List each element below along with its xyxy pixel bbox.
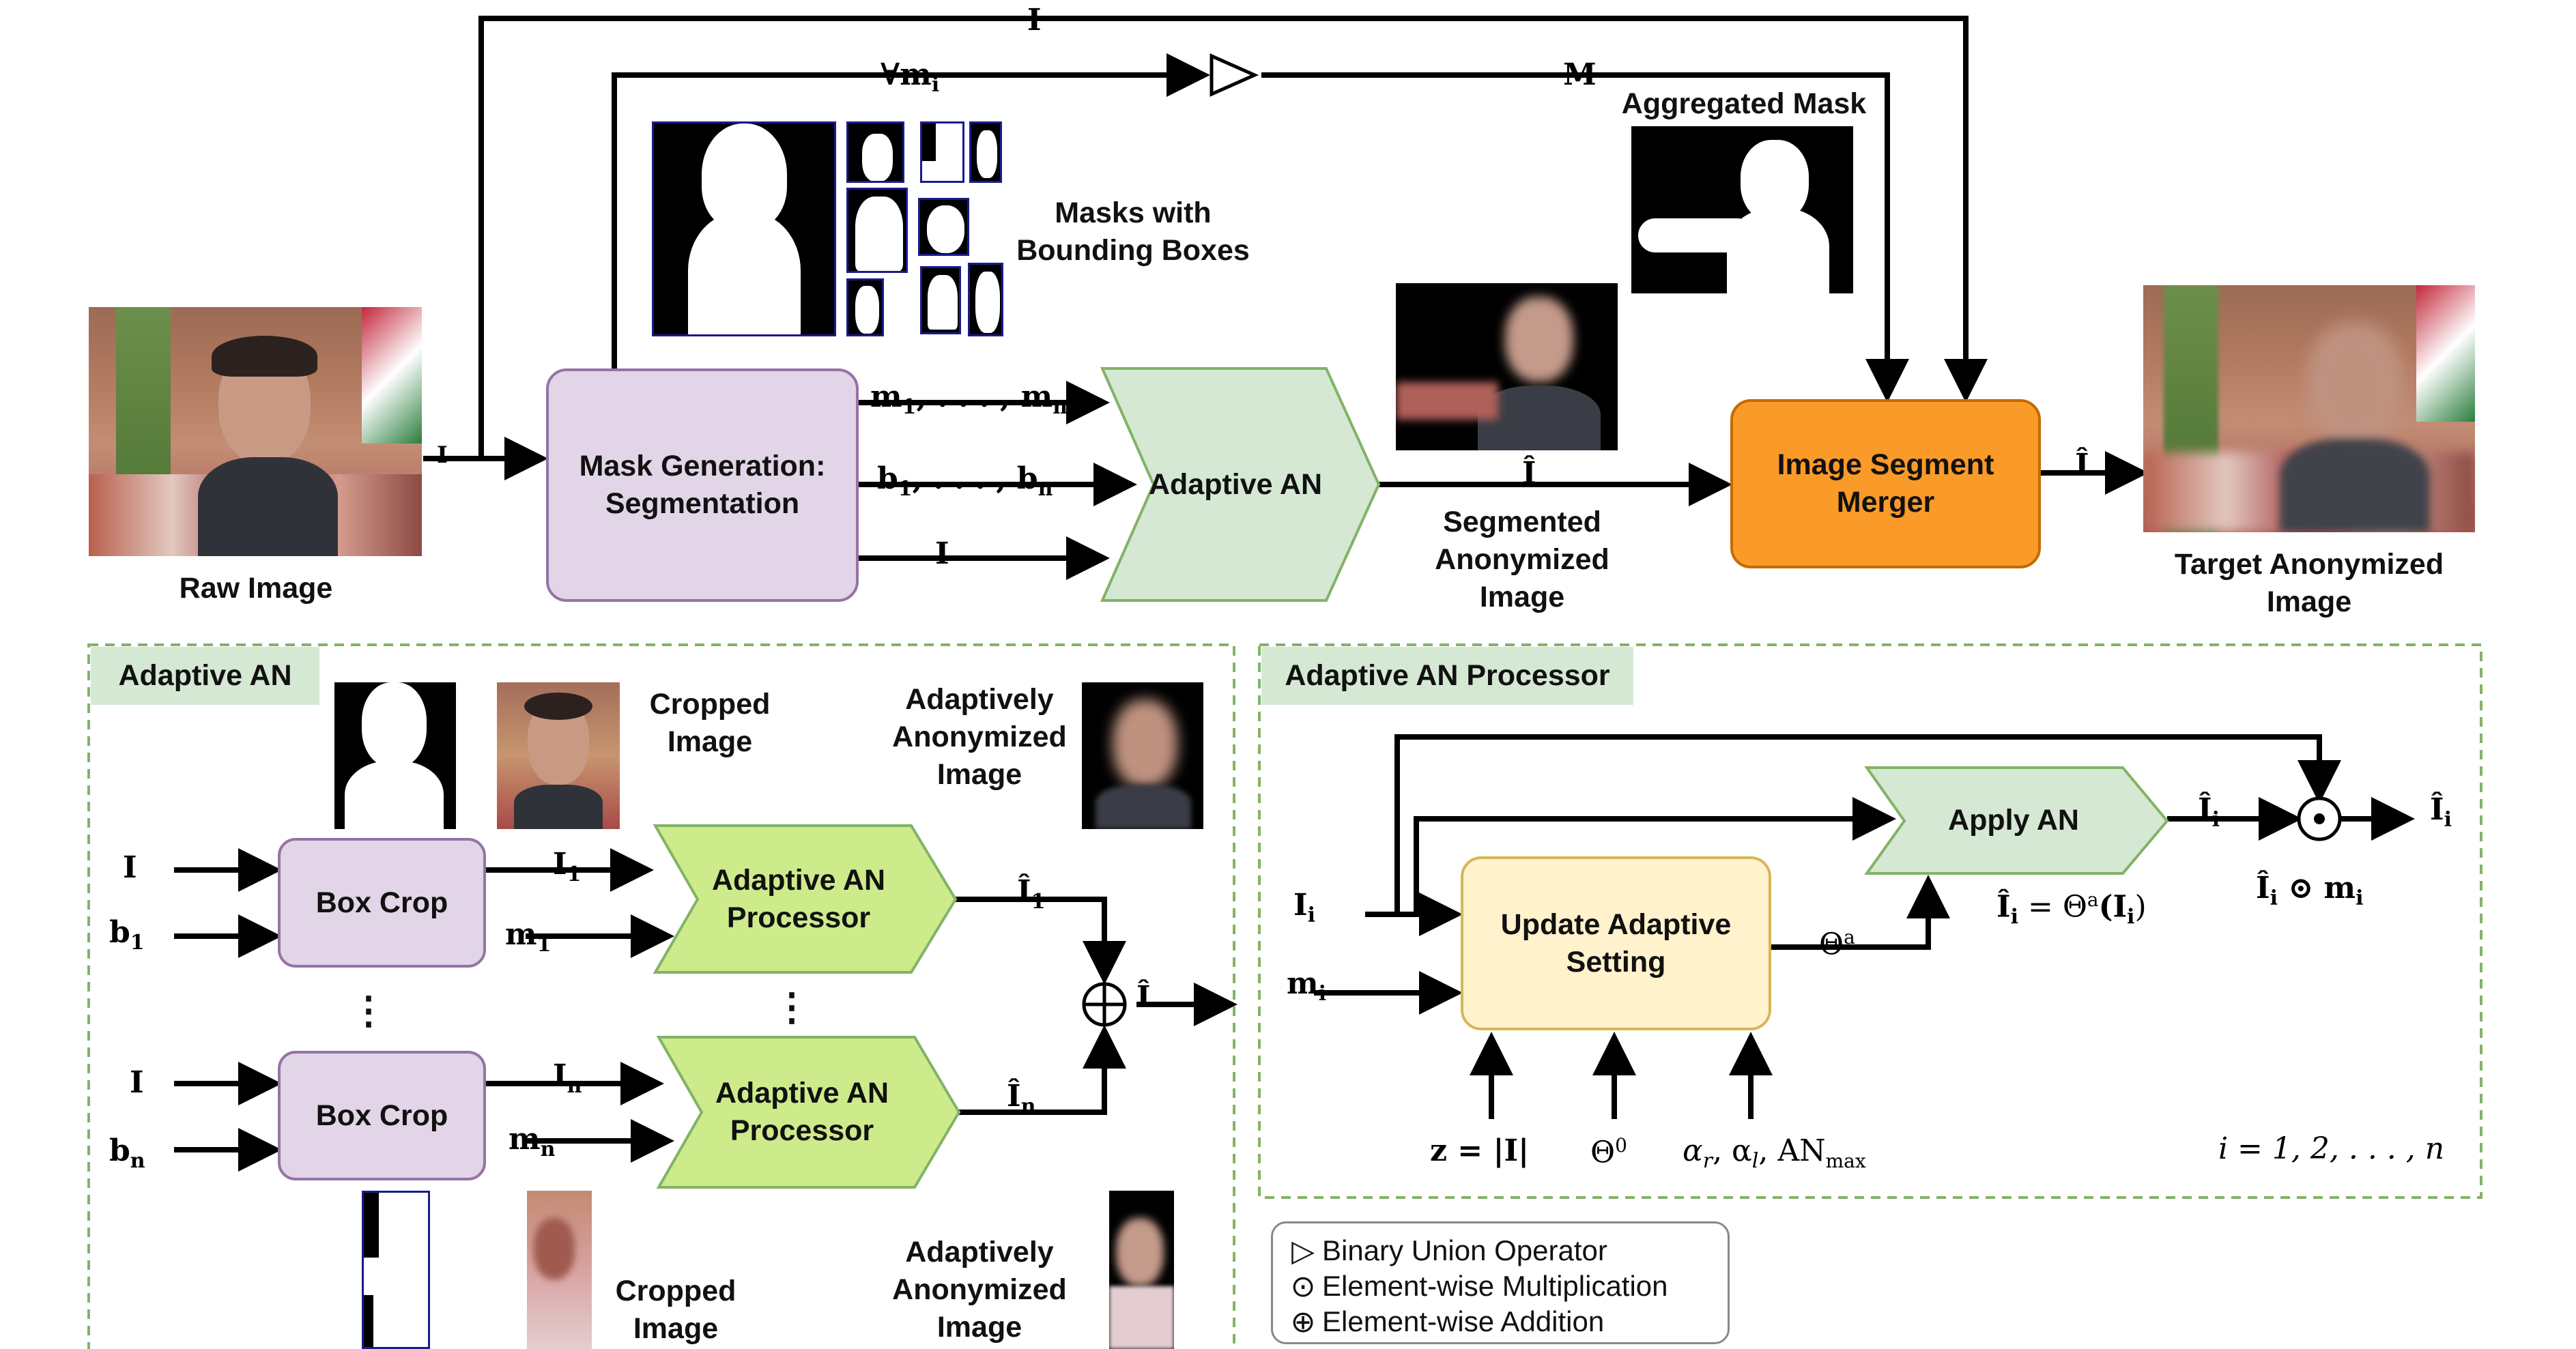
cropped-image-label-bottom: Cropped Image — [615, 1275, 736, 1345]
symbol-crop1-out-mask: m1 — [505, 917, 552, 957]
mask-generation-node: Mask Generation: Segmentation — [546, 368, 859, 602]
symbol-image-to-an: I — [935, 536, 949, 571]
union-triangle-shape — [1210, 53, 1259, 97]
target-anonymized-photo — [2143, 285, 2475, 532]
masks-with-boxes-label: Masks with Bounding Boxes — [1016, 197, 1250, 267]
odot-operator — [2297, 796, 2342, 841]
box-crop-node-1: Box Crop — [278, 838, 486, 968]
symbol-z-norm: z = |I| — [1430, 1133, 1530, 1168]
processor-node-n-label: Adaptive AN Processor — [715, 1076, 889, 1147]
adaptively-anonymized-label-top: Adaptively Anonymized Image — [892, 682, 1067, 791]
segmented-anonymized-thumbnail — [1396, 283, 1618, 450]
segmented-anonymized-label: Segmented Anonymized Image — [1435, 505, 1609, 613]
symbol-box-list: b1, . . . , bn — [877, 461, 1053, 501]
adaptive-an-node-label: Adaptive AN — [1148, 467, 1323, 501]
symbol-cropn-out-mask: mn — [509, 1122, 556, 1161]
symbol-proc1-out: Î1 — [1017, 874, 1046, 914]
symbol-final-out: Îi — [2430, 792, 2452, 832]
vdots-box-crop: ⋮ — [349, 988, 388, 1032]
cropped-image-label-top: Cropped Image — [649, 688, 771, 758]
symbol-apply-out: Îi — [2198, 792, 2220, 832]
vdots-processor: ⋮ — [773, 985, 811, 1028]
head-mask-thumbnail — [334, 682, 456, 829]
adaptive-an-chevron — [1100, 367, 1381, 602]
symbol-crop1-out-image: I1 — [553, 847, 582, 886]
symbol-proc-in-image: Ii — [1293, 888, 1315, 927]
box-crop-node-n: Box Crop — [278, 1051, 486, 1180]
symbol-index-range: i = 1, 2, . . . , n — [2218, 1131, 2445, 1166]
processor-node-1-label: Adaptive AN Processor — [711, 863, 886, 934]
processor-section-border — [1258, 643, 2482, 1199]
equation-apply-an: Îi = Θa(Ii) — [1997, 888, 2147, 929]
cropped-face-photo — [497, 682, 620, 829]
symbol-cropn-box: bn — [109, 1133, 145, 1173]
narrow-mask-thumbnail — [362, 1191, 430, 1349]
symbol-aggregated-M: M — [1563, 57, 1597, 92]
processor-chevron-n — [656, 1036, 961, 1189]
raw-image-label: Raw Image — [179, 572, 333, 605]
target-anonymized-label: Target Anonymized Image — [2174, 548, 2444, 618]
oplus-icon: ⊕ — [1290, 1305, 1316, 1339]
legend-row-mult: ⊙Element-wise Multiplication — [1288, 1267, 1668, 1305]
processor-chevron-1 — [653, 824, 958, 974]
processor-section-title: Adaptive AN Processor — [1261, 647, 1633, 705]
large-mask-thumbnail — [652, 121, 836, 336]
cropped-side-photo — [527, 1191, 592, 1349]
oplus-operator — [1082, 982, 1127, 1027]
apply-an-chevron — [1864, 766, 2169, 875]
symbol-alpha-params: αr, αl, ANmax — [1683, 1133, 1866, 1173]
symbol-mask-list: m1, . . . , mn — [870, 379, 1068, 419]
adaptively-anonymized-side — [1109, 1191, 1174, 1349]
symbol-theta-a: Θa — [1819, 926, 1855, 962]
adaptive-an-section-title: Adaptive AN — [91, 647, 319, 705]
equation-elementwise-mult: Îi ⊙ mi — [2256, 871, 2364, 910]
symbol-forall-masks: ∀mi — [881, 57, 940, 97]
aggregated-mask-thumbnail — [1631, 126, 1853, 293]
symbol-image-input: I — [437, 441, 448, 469]
apply-an-node-label: Apply AN — [1948, 804, 2079, 837]
legend-row-add: ⊕Element-wise Addition — [1288, 1303, 1605, 1341]
symbol-procn-out: În — [1007, 1079, 1036, 1118]
legend-row-union: ▷Binary Union Operator — [1288, 1232, 1607, 1270]
symbol-proc-in-mask: mi — [1287, 966, 1326, 1006]
symbol-cropn-out-image: In — [553, 1058, 582, 1098]
adaptively-anonymized-label-bottom: Adaptively Anonymized Image — [892, 1235, 1067, 1344]
aggregated-mask-label: Aggregated Mask — [1621, 87, 1867, 120]
image-segment-merger-node: Image Segment Merger — [1730, 399, 2041, 568]
legend-box: ▷Binary Union Operator ⊙Element-wise Mul… — [1271, 1221, 1730, 1344]
symbol-sum-out: Î — [1136, 980, 1151, 1015]
symbol-theta-zero: Θ0 — [1590, 1134, 1627, 1170]
symbol-crop1-box: b1 — [109, 915, 145, 955]
symbol-image-top: I — [1027, 3, 1042, 38]
triangle-icon: ▷ — [1291, 1234, 1315, 1268]
odot-icon: ⊙ — [1290, 1269, 1316, 1303]
adaptively-anonymized-face — [1082, 682, 1203, 829]
update-adaptive-setting-node: Update Adaptive Setting — [1461, 856, 1771, 1030]
symbol-segmented-hat: Î — [1522, 456, 1536, 491]
adaptive-an-section-border — [87, 643, 1235, 1349]
symbol-target-hat: Î — [2075, 448, 2089, 482]
symbol-crop1-image: I — [123, 850, 137, 885]
raw-image-photo — [89, 307, 422, 556]
symbol-cropn-image: I — [130, 1065, 144, 1100]
